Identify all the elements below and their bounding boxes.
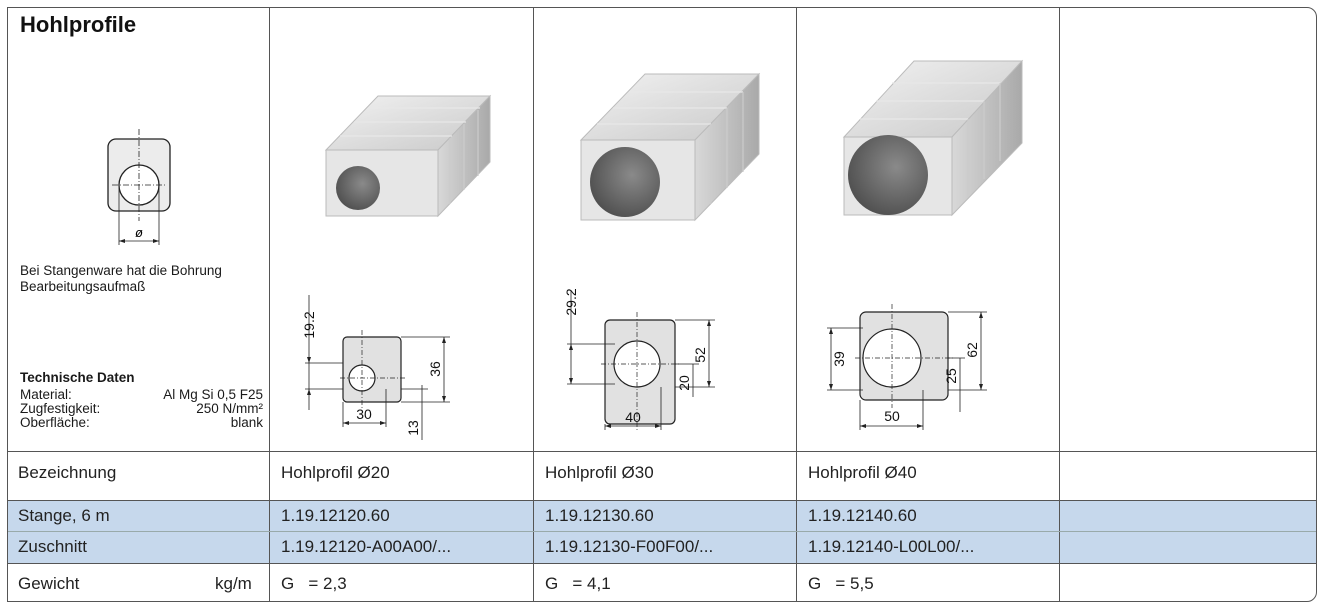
cell-bezeichnung-3: Hohlprofil Ø40 xyxy=(808,463,917,482)
cell-gewicht-3: G = 5,5 xyxy=(808,574,874,593)
col-divider-3 xyxy=(796,7,797,602)
row-divider-3 xyxy=(8,531,1316,532)
note-line-1: Bei Stangenware hat die Bohrung xyxy=(20,263,222,278)
tech-heading: Technische Daten xyxy=(20,370,135,385)
row-divider-4 xyxy=(8,563,1316,564)
page-title: Hohlprofile xyxy=(20,12,137,37)
tech-label: Oberfläche: xyxy=(20,415,90,430)
tech-value: 250 N/mm² xyxy=(196,401,263,416)
cell-bezeichnung-1: Hohlprofil Ø20 xyxy=(281,463,390,482)
tech-row-material: Material: Al Mg Si 0,5 F25 xyxy=(20,388,263,402)
dim-w: 30 xyxy=(356,406,372,422)
tech-row-zugfestigkeit: Zugfestigkeit: 250 N/mm² xyxy=(20,402,263,416)
row-unit-gewicht: kg/m xyxy=(215,574,252,593)
note-text: Bei Stangenware hat die Bohrung Bearbeit… xyxy=(20,263,270,295)
tech-row-oberflaeche: Oberfläche: blank xyxy=(20,416,263,430)
cross-section-schematic: ø xyxy=(107,129,171,245)
row-label-gewicht: Gewicht xyxy=(18,574,80,593)
cell-stange-1: 1.19.12120.60 xyxy=(281,506,390,525)
profile-30-image xyxy=(579,72,761,222)
profile-40-dimension-drawing: 39 62 50 25 xyxy=(827,304,987,430)
profile-20-image xyxy=(324,94,492,218)
dim-w: 50 xyxy=(884,408,900,424)
note-line-2: Bearbeitungsaufmaß xyxy=(20,279,146,294)
tech-value: blank xyxy=(230,415,263,430)
tech-label: Zugfestigkeit: xyxy=(20,401,101,416)
cell-bezeichnung-2: Hohlprofil Ø30 xyxy=(545,463,654,482)
dim-b: 25 xyxy=(943,368,959,384)
cell-zuschnitt-2: 1.19.12130-F00F00/... xyxy=(545,537,714,556)
cell-gewicht-2: G = 4,1 xyxy=(545,574,611,593)
tech-label: Material: xyxy=(20,387,72,402)
cell-stange-3: 1.19.12140.60 xyxy=(808,506,917,525)
cell-stange-2: 1.19.12130.60 xyxy=(545,506,654,525)
dim-b: 13 xyxy=(405,420,421,436)
col-divider-2 xyxy=(533,7,534,602)
row-label-stange: Stange, 6 m xyxy=(18,506,110,525)
dim-w: 40 xyxy=(625,409,641,425)
cell-gewicht-1: G = 2,3 xyxy=(281,574,347,593)
tech-value: Al Mg Si 0,5 F25 xyxy=(163,387,263,402)
dim-h2: 62 xyxy=(964,342,980,358)
row-stange-band xyxy=(8,501,1316,531)
row-divider-2 xyxy=(8,500,1316,501)
col-divider-1 xyxy=(269,7,270,602)
row-label-zuschnitt: Zuschnitt xyxy=(18,537,87,556)
tech-data: Technische Daten Material: Al Mg Si 0,5 … xyxy=(20,370,263,430)
col-divider-4 xyxy=(1059,7,1060,602)
dim-h1: 39 xyxy=(831,351,847,367)
profile-20-dimension-drawing: 19.2 36 30 13 xyxy=(301,295,450,440)
row-zuschnitt-band xyxy=(8,532,1316,563)
dim-b: 20 xyxy=(676,375,692,391)
profile-30-dimension-drawing: 29.2 52 40 20 xyxy=(563,288,715,430)
dim-h2: 36 xyxy=(427,361,443,377)
dim-h2: 52 xyxy=(692,347,708,363)
dim-h1: 29.2 xyxy=(563,288,579,315)
table-frame xyxy=(7,7,1317,602)
cell-zuschnitt-3: 1.19.12140-L00L00/... xyxy=(808,537,975,556)
dim-h1: 19.2 xyxy=(301,311,317,338)
row-divider-1 xyxy=(8,451,1316,452)
row-label-bezeichnung: Bezeichnung xyxy=(18,463,117,482)
profile-40-image xyxy=(842,59,1024,217)
cell-zuschnitt-1: 1.19.12120-A00A00/... xyxy=(281,537,452,556)
diameter-symbol: ø xyxy=(135,225,143,240)
